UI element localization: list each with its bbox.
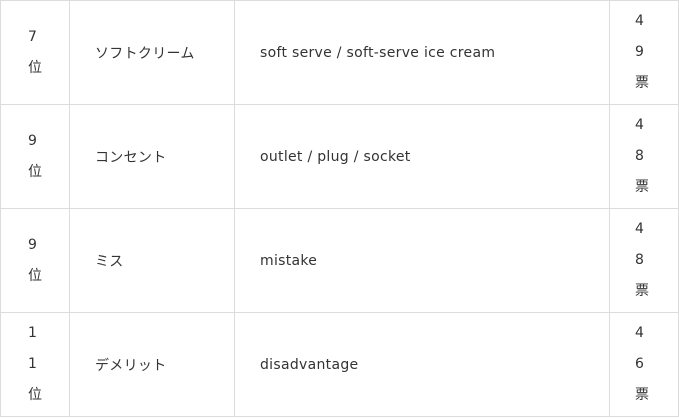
rank-char: 1 [28,325,38,341]
votes-value: 4 8 票 [635,214,678,307]
votes-char: 票 [635,75,650,91]
japanese-word-cell: コンセント [69,104,235,209]
rank-char: 9 [28,132,38,149]
votes-cell: 4 8 票 [609,104,679,209]
votes-cell: 4 9 票 [609,0,679,105]
english-meaning-cell: mistake [234,208,610,313]
votes-char: 票 [635,179,650,195]
japanese-word: コンセント [95,149,167,166]
japanese-word: ミス [95,253,124,270]
table-row: 9 位 コンセント outlet / plug / socket 4 8 票 [0,104,679,209]
rank-cell: 7 位 [0,0,70,105]
rank-char: 7 [28,28,38,45]
votes-value: 4 8 票 [635,110,678,203]
votes-char: 4 [635,325,645,341]
rank-char: 位 [28,163,43,180]
japanese-word-cell: ソフトクリーム [69,0,235,105]
votes-value: 4 6 票 [635,318,678,411]
rank-char: 位 [28,267,43,284]
rank-char: 位 [28,59,43,76]
rank-cell: 1 1 位 [0,312,70,417]
rank-cell: 9 位 [0,208,70,313]
japanese-word: ソフトクリーム [95,45,195,62]
table-row: 1 1 位 デメリット disadvantage 4 6 票 [0,312,679,417]
votes-char: 4 [635,13,645,29]
english-meaning-cell: disadvantage [234,312,610,417]
votes-char: 4 [635,117,645,133]
rank-cell: 9 位 [0,104,70,209]
votes-char: 4 [635,221,645,237]
english-meaning-cell: outlet / plug / socket [234,104,610,209]
english-meaning-cell: soft serve / soft-serve ice cream [234,0,610,105]
votes-value: 4 9 票 [635,6,678,99]
votes-char: 8 [635,148,645,164]
japanese-word-cell: デメリット [69,312,235,417]
english-meaning: soft serve / soft-serve ice cream [260,44,496,61]
votes-char: 票 [635,387,650,403]
rank-value: 7 位 [28,22,69,84]
rank-char: 位 [28,387,43,403]
rank-char: 9 [28,236,38,253]
english-meaning: disadvantage [260,356,359,373]
rank-char: 1 [28,356,38,372]
rank-value: 9 位 [28,230,69,292]
english-meaning: mistake [260,252,318,269]
votes-cell: 4 6 票 [609,312,679,417]
votes-char: 票 [635,283,650,299]
votes-char: 6 [635,356,645,372]
votes-char: 8 [635,252,645,268]
english-meaning: outlet / plug / socket [260,148,411,165]
rank-value: 1 1 位 [28,318,69,411]
rank-value: 9 位 [28,126,69,188]
votes-cell: 4 8 票 [609,208,679,313]
table-row: 9 位 ミス mistake 4 8 票 [0,208,679,313]
japanese-word: デメリット [95,357,167,374]
table-row: 7 位 ソフトクリーム soft serve / soft-serve ice … [0,0,679,105]
japanese-word-cell: ミス [69,208,235,313]
votes-char: 9 [635,44,645,60]
